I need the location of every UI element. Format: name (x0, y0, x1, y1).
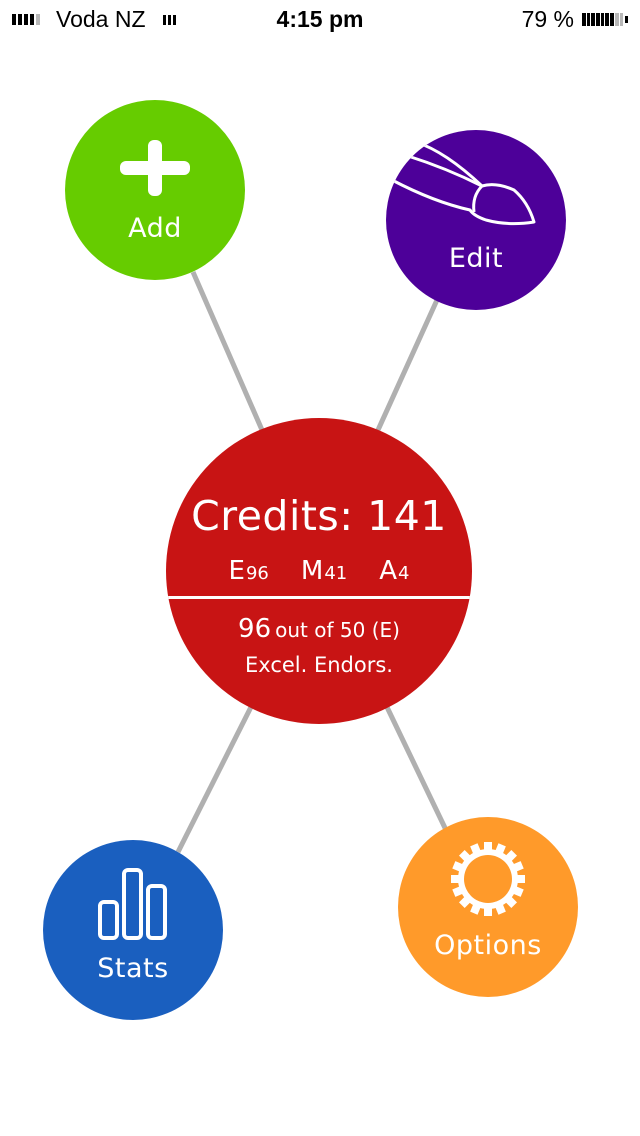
connector-stats (175, 703, 255, 854)
progress-value: 96 (238, 614, 272, 644)
category-e-value: 96 (245, 563, 269, 584)
connector-edit (375, 298, 440, 432)
clock: 4:15 pm (276, 6, 364, 32)
plus-icon (65, 140, 245, 200)
options-button[interactable]: Options (398, 817, 578, 997)
options-label: Options (434, 930, 542, 961)
wifi-icon (163, 15, 176, 25)
connector-options (383, 703, 449, 832)
divider (166, 596, 472, 599)
progress-text: out of 50 (E) (275, 618, 400, 642)
status-bar: Voda NZ 4:15 pm 79 % (0, 0, 640, 40)
signal-strength-icon (12, 14, 40, 25)
edit-button[interactable]: Edit (386, 130, 566, 310)
carrier-name: Voda NZ (56, 6, 146, 32)
edit-label: Edit (448, 243, 504, 274)
pencil-icon (386, 130, 566, 244)
category-a-value: 4 (398, 563, 410, 584)
category-a: A4 (379, 556, 409, 586)
add-button[interactable]: Add (65, 100, 245, 280)
stats-label: Stats (97, 953, 169, 984)
connector-add (190, 270, 265, 432)
credit-categories: E96 M41 A4 (166, 556, 472, 586)
stats-button[interactable]: Stats (43, 840, 223, 1020)
category-e: E96 (229, 556, 269, 586)
category-m-letter: M (300, 556, 324, 586)
category-m-value: 41 (324, 563, 348, 584)
category-e-letter: E (228, 556, 245, 586)
category-a-letter: A (379, 556, 398, 586)
category-m: M41 (301, 556, 347, 586)
battery-percent: 79 % (521, 6, 574, 32)
battery-icon (582, 12, 628, 27)
bar-chart-icon (43, 868, 223, 944)
add-label: Add (128, 213, 182, 244)
gear-icon (398, 841, 578, 921)
endorsement-level: Excel. Endors. (245, 653, 393, 677)
credits-total: Credits: 141 (191, 492, 447, 540)
